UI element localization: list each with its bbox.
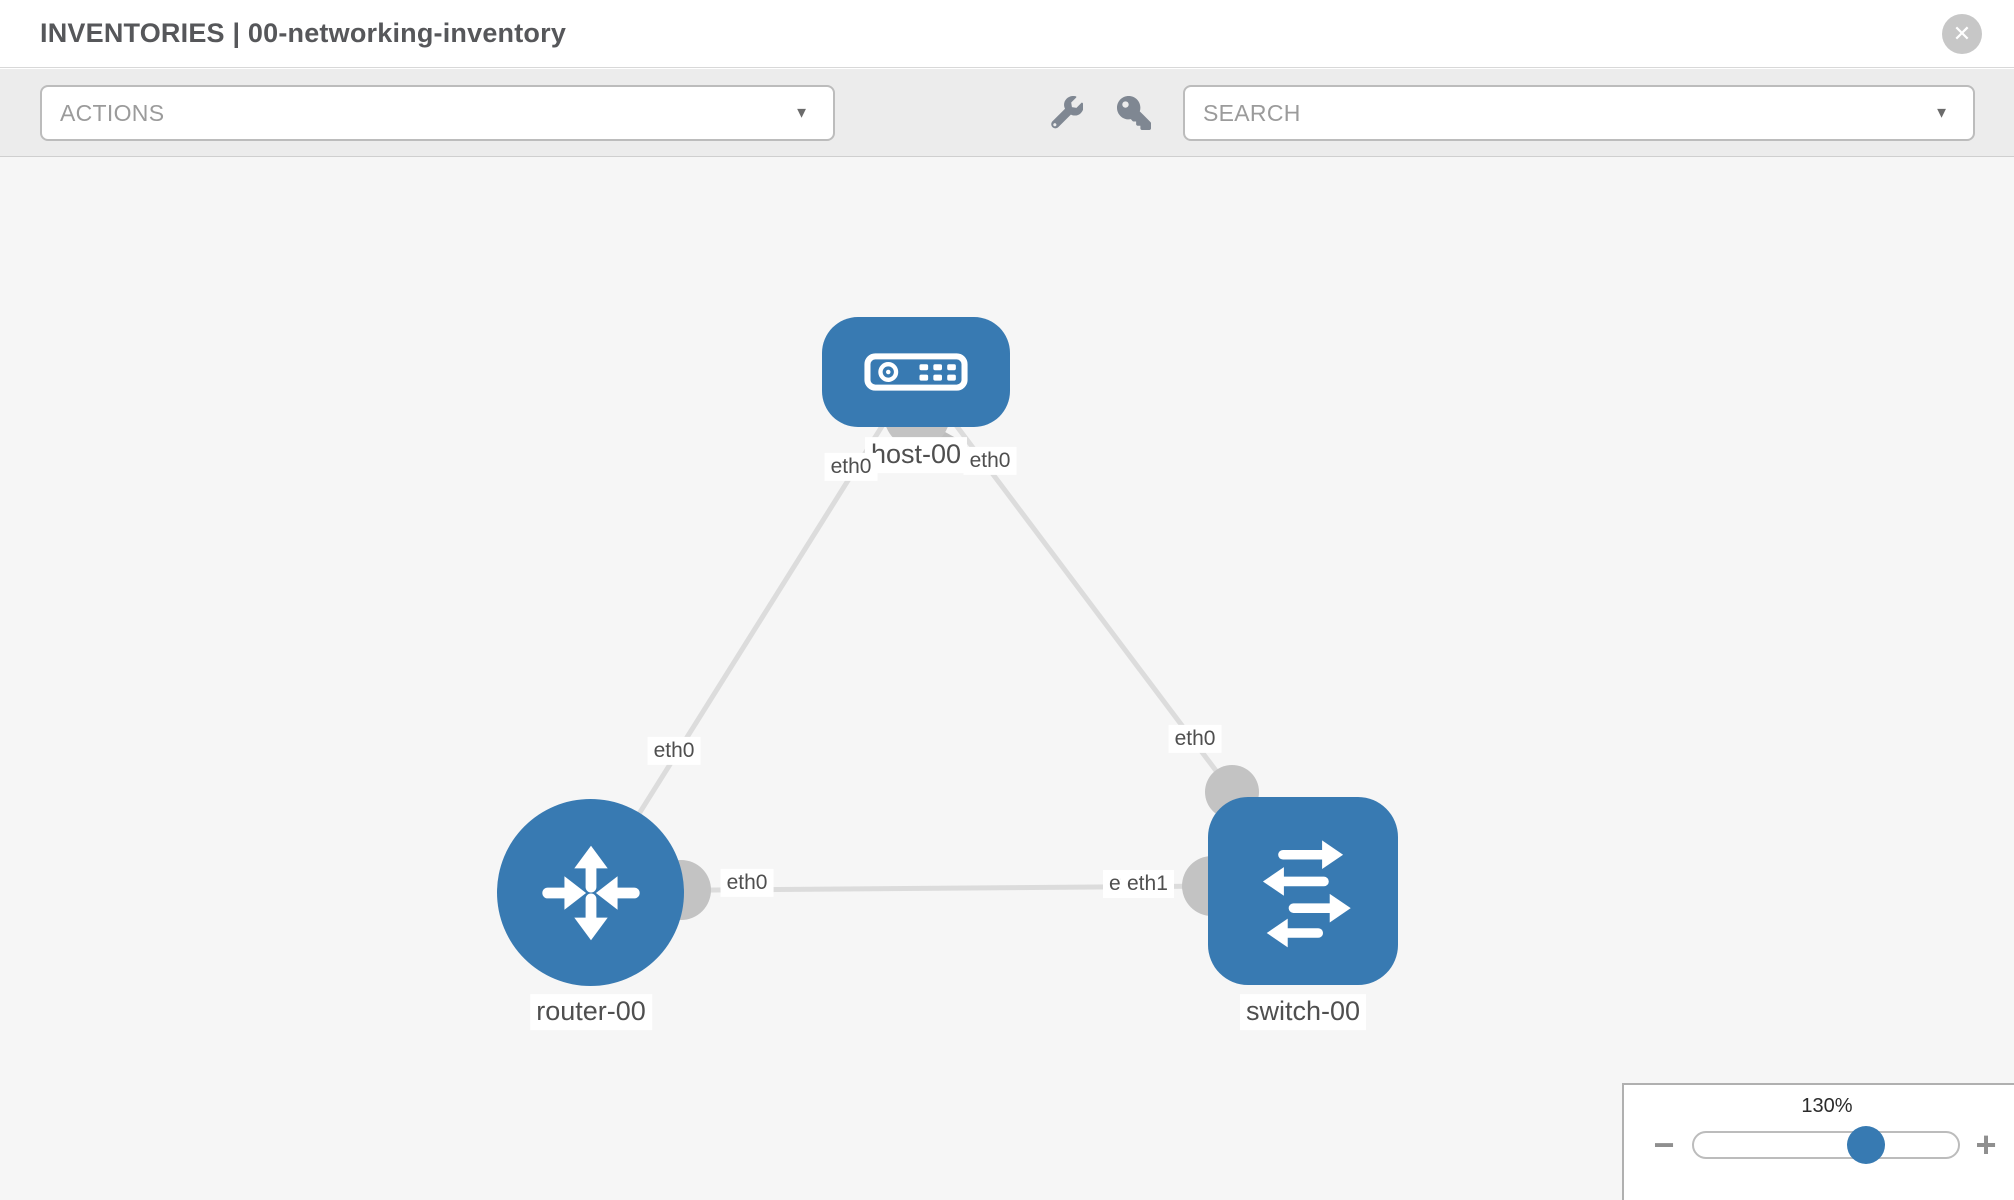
toolbar: ACTIONS ▼ SEARCH ▼ [0, 69, 2014, 157]
search-dropdown[interactable]: SEARCH ▼ [1183, 85, 1975, 141]
plus-icon: + [1975, 1124, 1997, 1165]
actions-dropdown[interactable]: ACTIONS ▼ [40, 85, 835, 141]
zoom-slider[interactable] [1692, 1126, 1960, 1164]
iface-label-host-left: eth0 [824, 452, 878, 482]
close-button[interactable]: ✕ [1942, 14, 1982, 54]
node-router-00[interactable] [497, 799, 684, 986]
close-icon: ✕ [1952, 21, 1972, 46]
minus-icon: − [1653, 1124, 1675, 1165]
node-host-00[interactable] [822, 317, 1010, 427]
links-layer [587, 370, 1259, 920]
search-dropdown-label: SEARCH [1203, 99, 1301, 126]
iface-label-router-top: eth0 [647, 736, 701, 766]
router-icon [541, 845, 640, 940]
node-label-switch: switch-00 [1239, 994, 1367, 1030]
chevron-down-icon: ▼ [1934, 104, 1949, 122]
wrench-icon [1051, 96, 1083, 129]
iface-label-host-right: eth0 [963, 446, 1017, 476]
zoom-control-panel: 130% − + [1622, 1083, 2014, 1200]
key-icon [1117, 96, 1151, 130]
iface-label-switch-left: eth1 [1121, 870, 1174, 899]
link-host-switch[interactable] [914, 370, 1234, 794]
iface-label-switch-top: eth0 [1168, 724, 1222, 754]
node-label-host: host-00 [864, 437, 968, 473]
node-label-router: router-00 [530, 994, 652, 1030]
node-switch-00[interactable] [1208, 797, 1398, 985]
actions-dropdown-label: ACTIONS [60, 99, 165, 126]
page-header: INVENTORIES | 00-networking-inventory ✕ [0, 0, 2014, 68]
zoom-slider-knob[interactable] [1847, 1126, 1885, 1164]
iface-label-router-right: eth0 [720, 868, 774, 898]
wrench-button[interactable] [1048, 95, 1084, 131]
zoom-in-button[interactable]: + [1964, 1123, 2008, 1167]
zoom-out-button[interactable]: − [1642, 1123, 1686, 1167]
chevron-down-icon: ▼ [794, 104, 809, 122]
page-title: INVENTORIES | 00-networking-inventory [40, 18, 567, 48]
switch-icon [1262, 840, 1351, 948]
zoom-level-label: 130% [1801, 1095, 1853, 1117]
key-button[interactable] [1116, 95, 1152, 131]
host-icon [864, 353, 968, 391]
topology-canvas[interactable]: host-00 router-00 switch-00 eth0 eth0 et… [0, 157, 2014, 1200]
